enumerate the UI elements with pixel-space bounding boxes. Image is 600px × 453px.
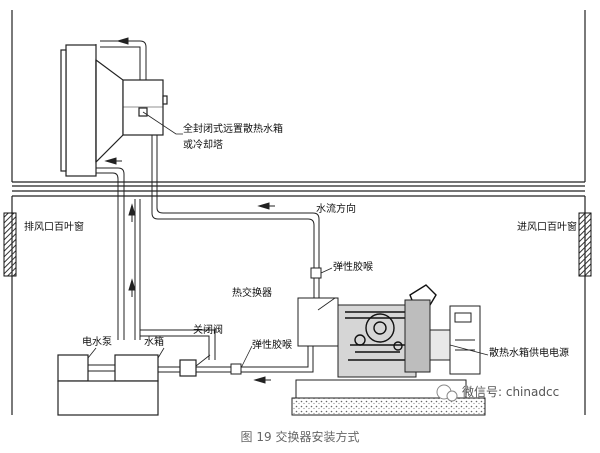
electric-pump-icon xyxy=(57,354,89,382)
shutoff-valve-icon xyxy=(179,359,197,377)
pipe-network xyxy=(88,40,320,373)
label-intake-louver: 进风口百叶窗 xyxy=(517,220,577,233)
radiator-icon xyxy=(60,44,168,177)
flex-hose-upper-icon xyxy=(310,267,322,279)
generator-set-icon xyxy=(291,284,486,416)
watermark: 微信号: chinadcc xyxy=(436,384,559,402)
label-cooling-tower: 或冷却塔 xyxy=(183,138,223,151)
label-radiator-power: 散热水箱供电电源 xyxy=(489,346,569,359)
wechat-icon-dot xyxy=(446,390,458,402)
watermark-text: 微信号: chinadcc xyxy=(462,385,559,399)
label-heat-exchanger: 热交换器 xyxy=(232,286,272,299)
label-water-tank: 水箱 xyxy=(144,335,164,348)
water-tank-icon xyxy=(114,354,159,382)
flow-arrows xyxy=(104,37,275,384)
tank-base xyxy=(57,380,159,416)
label-electric-pump: 电水泵 xyxy=(82,335,112,348)
exhaust-louver-icon xyxy=(3,212,17,277)
flex-hose-lower-icon xyxy=(230,363,242,375)
label-flex-hose-upper: 弹性胶喉 xyxy=(333,260,373,273)
leader-lines xyxy=(87,111,489,369)
label-flex-hose-lower: 弹性胶喉 xyxy=(252,338,292,351)
label-shutoff-valve: 关闭阀 xyxy=(193,323,223,336)
roof-slab xyxy=(12,181,585,197)
intake-louver-icon xyxy=(578,212,592,277)
label-flow-direction: 水流方向 xyxy=(316,202,356,215)
label-exhaust-louver: 排风口百叶窗 xyxy=(24,220,84,233)
label-radiator: 全封闭式远置散热水箱 xyxy=(183,122,283,135)
figure-caption: 图 19 交换器安装方式 xyxy=(241,429,360,444)
